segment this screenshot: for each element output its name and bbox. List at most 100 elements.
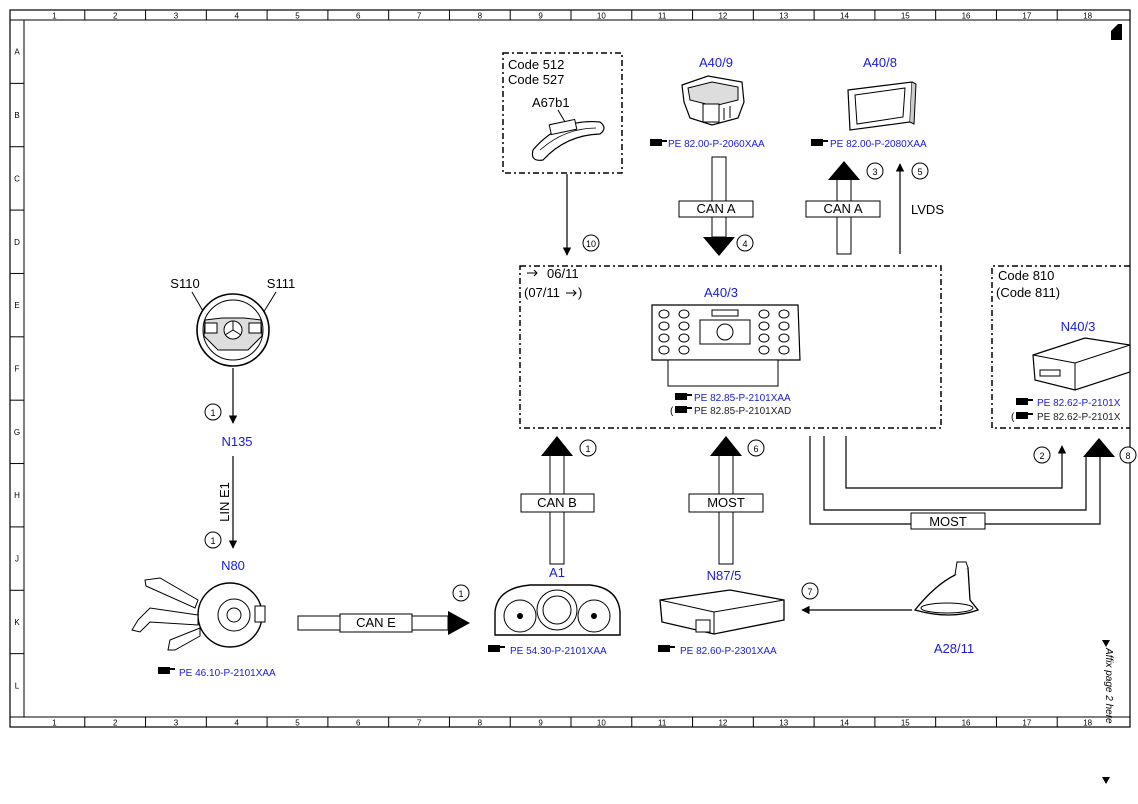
svg-text:1: 1 (210, 536, 215, 546)
marker-1-cane: 1 (452, 584, 470, 602)
column-number: 17 (1022, 719, 1031, 728)
n80-label: N80 (221, 558, 245, 573)
svg-text:3: 3 (872, 167, 877, 177)
column-ruler: 1122334455667788991010111112121313141415… (52, 10, 1093, 728)
head-unit-button (758, 333, 770, 343)
affix-arrow-icon-2 (1102, 777, 1110, 784)
steering-wheel-icon (196, 293, 270, 367)
head-unit-button (778, 309, 790, 319)
a408-group: A40/8 PE 82.00-P-2080XAA (811, 55, 927, 150)
column-number: 11 (658, 12, 667, 21)
column-number: 7 (417, 12, 422, 21)
column-number: 13 (779, 12, 788, 21)
date-arrow-icon-2 (566, 289, 577, 297)
n403-ref1-hand-icon (1016, 398, 1033, 405)
a409-ref: PE 82.00-P-2060XAA (668, 139, 765, 150)
svg-text:CAN A: CAN A (823, 201, 862, 216)
marker-10: 10 (582, 234, 600, 252)
head-unit-button (658, 345, 670, 355)
svg-text:8: 8 (1125, 451, 1130, 461)
a1-ref-hand-icon (488, 645, 505, 652)
head-unit-button (678, 321, 690, 331)
marker-1-canb: 1 (579, 439, 597, 457)
marker-8: 8 (1119, 446, 1137, 464)
a2811-label: A28/11 (934, 641, 974, 656)
n403-ref2: PE 82.62-P-2101X (1037, 412, 1121, 423)
marker-2: 2 (1033, 446, 1051, 464)
a67b1-code2: Code 527 (508, 72, 564, 87)
head-unit-button (658, 309, 670, 319)
n80-ref-hand-icon (158, 667, 175, 674)
column-number: 18 (1083, 12, 1092, 21)
row-letter: E (14, 301, 19, 310)
column-number: 7 (417, 719, 422, 728)
column-number: 18 (1083, 719, 1092, 728)
n875-label: N87/5 (707, 568, 742, 583)
a67b1-group: Code 512 Code 527 A67b1 (502, 52, 623, 174)
column-number: 2 (113, 719, 118, 728)
a1-ref: PE 54.30-P-2101XAA (510, 646, 607, 657)
n403-box (991, 265, 1130, 429)
can-b-bus: CAN B (520, 436, 595, 565)
n403-ref2-hand-icon (1016, 412, 1033, 419)
date-arrow-icon (527, 269, 538, 277)
n403-code1: Code 810 (998, 268, 1054, 283)
antenna-icon (913, 561, 980, 616)
can-a-bus-1: CAN A (678, 156, 754, 256)
marker-4: 4 (736, 234, 754, 252)
column-number: 12 (718, 719, 727, 728)
column-number: 4 (234, 719, 239, 728)
row-letter: H (14, 491, 20, 500)
svg-text:1: 1 (458, 589, 463, 599)
svg-text:4: 4 (742, 239, 747, 249)
column-number: 5 (295, 12, 300, 21)
head-unit-button (758, 321, 770, 331)
can-a-bus-2: CAN A (805, 161, 881, 255)
n403-ref2-open: ( (1011, 412, 1015, 423)
a409-ref-hand-icon (650, 139, 667, 146)
marker-5: 5 (911, 162, 929, 180)
affix-note: Affix page 2 here (1102, 640, 1114, 784)
a408-ref: PE 82.00-P-2080XAA (830, 139, 927, 150)
head-unit-button (658, 333, 670, 343)
s110-label: S110 (170, 276, 199, 291)
column-number: 5 (295, 719, 300, 728)
tuner-module-icon (659, 589, 785, 635)
row-letter: B (14, 111, 19, 120)
n403-ref1: PE 82.62-P-2101X (1037, 398, 1121, 409)
svg-text:5: 5 (917, 167, 922, 177)
display-icon (847, 81, 917, 131)
svg-text:1: 1 (585, 444, 590, 454)
row-letter: J (15, 555, 19, 564)
column-number: 12 (718, 12, 727, 21)
svg-text:MOST: MOST (929, 514, 967, 529)
column-number: 9 (538, 12, 543, 21)
head-unit-icon (651, 304, 801, 387)
column-number: 6 (356, 12, 361, 21)
svg-text:CAN E: CAN E (356, 615, 396, 630)
column-number: 14 (840, 719, 849, 728)
affix-arrow-icon (1102, 640, 1110, 647)
most-bus-1: MOST (688, 436, 764, 565)
a1-label: A1 (549, 565, 565, 580)
link-2-arrow (845, 436, 1067, 489)
column-number: 6 (356, 719, 361, 728)
column-number: 3 (174, 719, 179, 728)
can-e-bus: CAN E (297, 611, 470, 635)
page-corner-icon (1111, 24, 1122, 40)
row-letter: G (14, 428, 20, 437)
marker-1-steering: 1 (204, 403, 222, 421)
head-unit-button (658, 321, 670, 331)
a408-label: A40/8 (863, 55, 897, 70)
a403-group: 06/11 (07/11 ) A40/3 PE 82.85-P-2101XAA … (519, 265, 942, 429)
lin-e1-label: LIN E1 (217, 482, 232, 522)
rain-sensor-mirror-icon (531, 109, 605, 161)
column-number: 10 (597, 12, 606, 21)
column-number: 8 (478, 12, 483, 21)
n80-ref: PE 46.10-P-2101XAA (179, 668, 276, 679)
steering-wheel-group: S110 S111 (170, 276, 295, 367)
head-unit-button (678, 345, 690, 355)
n403-code2: (Code 811) (996, 285, 1060, 300)
svg-text:CAN A: CAN A (696, 201, 735, 216)
